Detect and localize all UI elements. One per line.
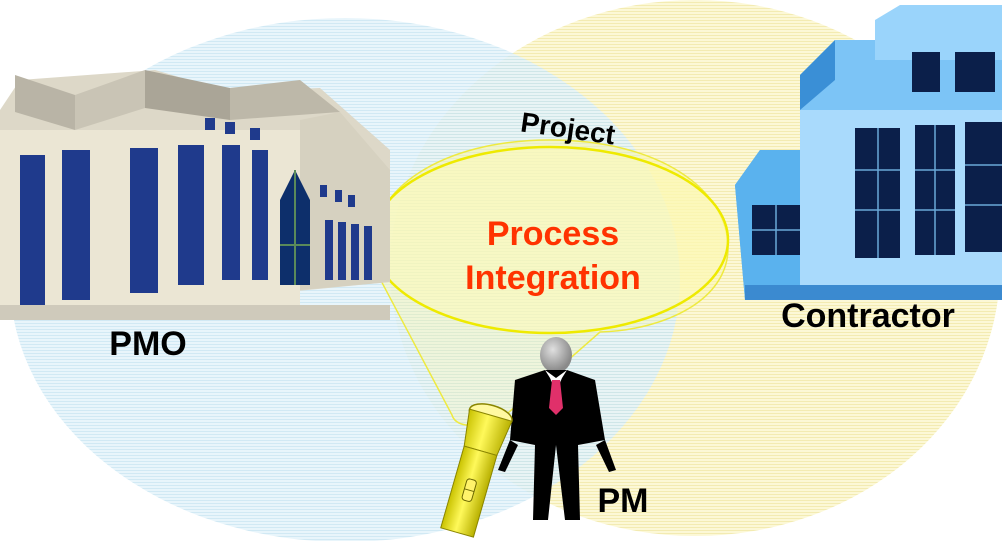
- contractor-building-icon: [735, 5, 1002, 300]
- process-label: Process: [487, 215, 619, 253]
- pmo-building-icon: [0, 70, 390, 320]
- pmo-label: PMO: [109, 325, 186, 363]
- flashlight-icon: [440, 403, 513, 538]
- contractor-label: Contractor: [781, 297, 955, 335]
- integration-label: Integration: [465, 259, 641, 297]
- pm-label: PM: [598, 482, 649, 520]
- project-manager-icon: [498, 337, 616, 520]
